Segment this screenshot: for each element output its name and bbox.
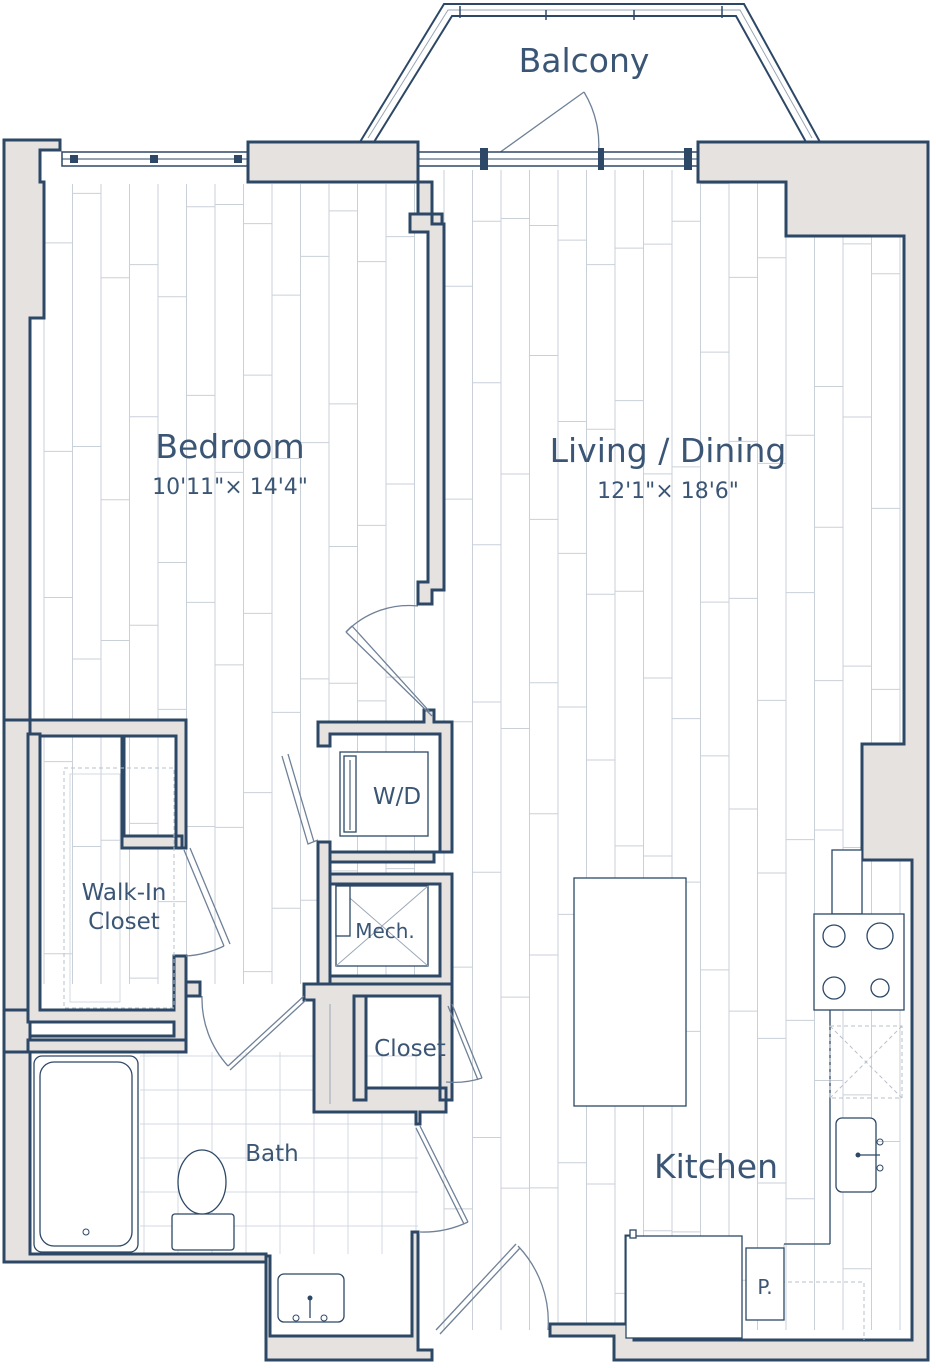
washer-dryer xyxy=(339,751,429,837)
walls xyxy=(2,138,930,1362)
kitchen-counter xyxy=(783,849,865,1340)
bathtub xyxy=(33,1055,139,1253)
mechanical-unit xyxy=(335,885,429,967)
bath-label: Bath xyxy=(245,1141,298,1167)
living-dining-dimensions: 12'1"× 18'6" xyxy=(597,479,739,504)
mech-label: Mech. xyxy=(355,919,415,943)
bath-sink xyxy=(277,1273,345,1323)
bedroom-flooring xyxy=(43,184,415,984)
windows xyxy=(61,148,699,170)
toilet xyxy=(171,1149,235,1251)
kitchen-island xyxy=(573,877,687,1107)
pantry-label: P. xyxy=(757,1275,772,1299)
kitchen-label: Kitchen xyxy=(654,1147,778,1186)
refrigerator xyxy=(625,1229,743,1339)
balcony-label: Balcony xyxy=(519,41,650,80)
doors xyxy=(183,604,549,1335)
cooktop xyxy=(813,913,905,1011)
walkin-closet-label-line2: Closet xyxy=(88,909,160,935)
closet-label: Closet xyxy=(374,1036,446,1062)
kitchen-sink xyxy=(835,1117,884,1193)
closet-rod xyxy=(69,773,121,1003)
bedroom-dimensions: 10'11"× 14'4" xyxy=(152,475,308,500)
dishwasher xyxy=(829,1025,903,1099)
balcony xyxy=(358,3,822,159)
walkin-closet-label-line1: Walk-In xyxy=(82,880,167,906)
pantry xyxy=(745,1247,785,1321)
washer-dryer-label: W/D xyxy=(373,784,421,810)
living-dining-label: Living / Dining xyxy=(550,431,787,470)
balcony-door xyxy=(491,91,585,159)
bedroom-label: Bedroom xyxy=(155,427,304,466)
